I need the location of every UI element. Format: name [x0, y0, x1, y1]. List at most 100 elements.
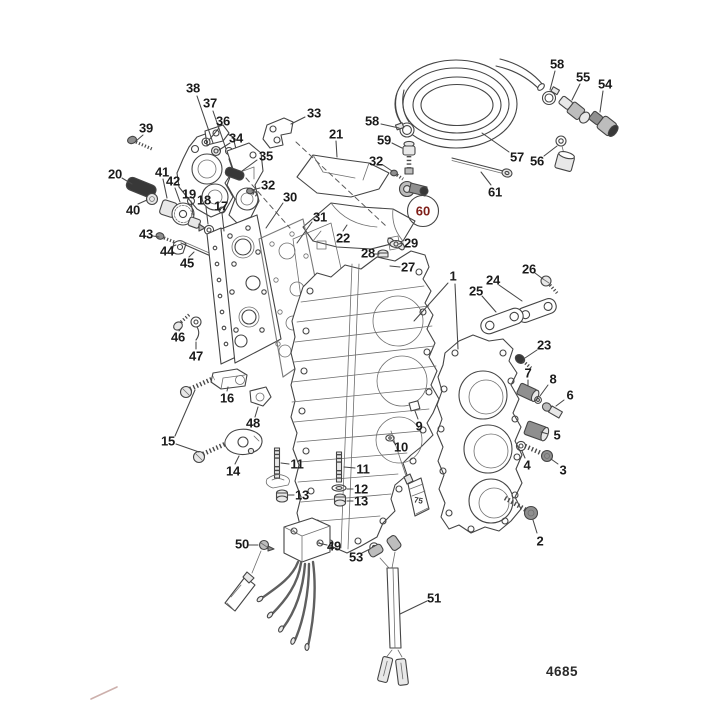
leader-line-18: [205, 206, 209, 225]
link-rod-61: [451, 157, 513, 178]
leader-line-38: [196, 95, 214, 144]
callout-30: 30: [283, 190, 297, 205]
bolt-15-upper: [179, 375, 215, 399]
fitting-6: [541, 402, 563, 419]
leader-line-16: [226, 386, 229, 392]
callout-36: 36: [216, 114, 230, 129]
leader-line-19: [190, 200, 194, 216]
leader-line-48: [254, 406, 259, 418]
leader-line-59: [391, 142, 403, 149]
sealant-tube-small: [224, 550, 262, 612]
callout-33: 33: [307, 106, 321, 121]
callout-31: 31: [313, 210, 327, 225]
bolt-39: [127, 135, 153, 151]
callout-53: 53: [349, 550, 363, 565]
leader-line-1: [413, 282, 449, 322]
leader-line-51: [399, 600, 428, 615]
leader-line-39: [135, 134, 144, 142]
cam-14: [224, 428, 263, 456]
leader-line-15: [175, 443, 200, 453]
lever-bracket-37: [226, 142, 264, 224]
rubber-mount-20: [125, 176, 157, 199]
callout-6: 6: [566, 388, 573, 403]
bolt-32-right: [390, 169, 404, 181]
callout-45: 45: [180, 256, 194, 271]
cylinder-head-half-block: [436, 334, 523, 534]
leader-line-8: [539, 384, 549, 397]
leader-line-3: [550, 458, 559, 465]
callout-61: 61: [488, 185, 502, 200]
leader-line-27: [389, 265, 401, 268]
leader-line-10: [392, 440, 396, 445]
callout-44: 44: [160, 244, 175, 259]
callout-58: 58: [365, 114, 379, 129]
ring-8: [534, 396, 542, 404]
leader-line-33: [290, 116, 306, 125]
highlight-label: 60: [416, 204, 430, 219]
callout-35: 35: [259, 149, 273, 164]
nut-28: [377, 249, 389, 258]
sealant-tube-75: 75: [390, 430, 430, 517]
callout-38: 38: [186, 81, 200, 96]
callout-2: 2: [536, 534, 543, 549]
callout-7: 7: [524, 366, 531, 381]
plunger-19: [187, 216, 206, 232]
pin-10: [385, 434, 395, 442]
leader-line-30: [265, 202, 284, 229]
leader-line-53: [361, 548, 371, 554]
callout-8: 8: [549, 372, 556, 387]
bolt-43: [155, 232, 178, 245]
callout-49: 49: [327, 539, 341, 554]
serrated-disc-42: [171, 202, 195, 226]
leader-line-21: [335, 140, 338, 158]
leader-line-11: [280, 462, 290, 465]
crankcase-half-block: [290, 250, 440, 554]
callout-3: 3: [559, 463, 566, 478]
clip-44: [171, 240, 187, 255]
wingnut-29: [387, 237, 405, 251]
clip-9: [408, 400, 421, 412]
callout-11: 11: [356, 462, 369, 477]
callout-24: 24: [486, 273, 501, 288]
leader-line-25: [481, 295, 497, 313]
leader-line-1: [454, 283, 459, 350]
bushing-5: [523, 420, 550, 442]
callout-13: 13: [354, 494, 368, 509]
bolt-26: [540, 275, 559, 295]
leader-line-43: [152, 235, 160, 238]
callout-32: 32: [369, 154, 383, 169]
leader-line-34: [218, 142, 231, 151]
leader-line-58: [380, 123, 400, 129]
bracket-48: [249, 386, 272, 407]
leader-line-56: [543, 145, 558, 157]
callout-42: 42: [166, 174, 180, 189]
pin-35: [224, 166, 255, 181]
rectifier-49: [283, 517, 331, 563]
bolt-23: [514, 354, 533, 370]
callout-43: 43: [139, 227, 153, 242]
plate-21: [296, 154, 390, 198]
leader-line-32: [251, 187, 261, 191]
hose-clamp-left: [394, 122, 415, 138]
callout-28: 28: [361, 246, 375, 261]
leader-line-37: [212, 110, 227, 150]
leader-line-49: [317, 542, 328, 546]
callout-10: 10: [394, 440, 408, 455]
callout-34: 34: [229, 131, 244, 146]
callout-26: 26: [522, 262, 536, 277]
fuel-hose-coil: [394, 58, 545, 149]
bolt-3: [524, 443, 554, 463]
fuel-connector-54: [588, 110, 619, 137]
diagram-number: 4685: [546, 664, 578, 679]
retainer-bracket-38: [176, 124, 238, 218]
alignment-dashed-lines: [245, 141, 387, 229]
cap-40: [145, 192, 159, 206]
highlighted-part-60: 60: [406, 194, 440, 228]
leader-line-42: [174, 187, 181, 203]
callout-18: 18: [197, 193, 211, 208]
leader-line-29: [398, 242, 404, 245]
leader-line-40: [137, 199, 148, 205]
callout-32: 32: [261, 178, 275, 193]
